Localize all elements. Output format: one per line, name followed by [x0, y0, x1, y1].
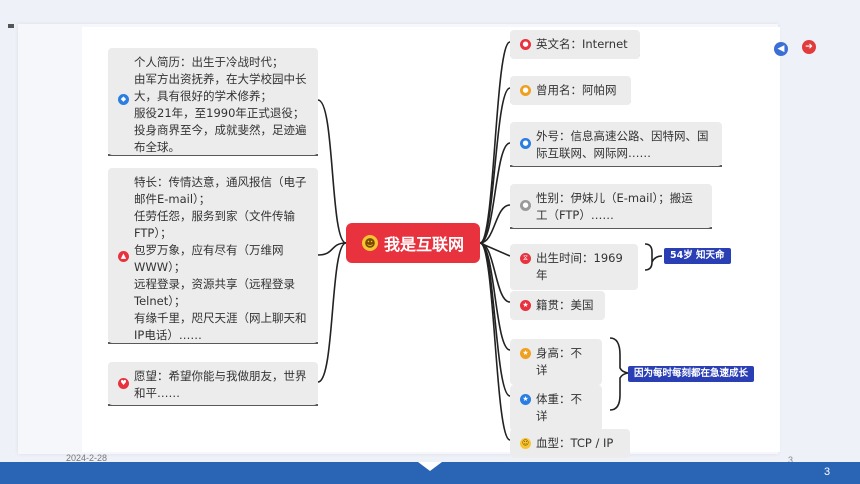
node-birth-time-text: 出生时间：1969年	[536, 251, 623, 282]
person-icon: ●	[520, 85, 531, 96]
central-topic-label: 我是互联网	[383, 235, 464, 254]
node-english-name[interactable]: ● 英文名：Internet	[510, 30, 640, 59]
connector-left-2	[317, 242, 347, 256]
footer-notch	[418, 462, 442, 471]
slide-date: 2024-2-28	[66, 453, 108, 463]
node-wish[interactable]: ♥ 愿望：希望你能与我做朋友，世界和平……	[108, 362, 318, 405]
node-wish-text: 愿望：希望你能与我做朋友，世界和平……	[134, 369, 307, 400]
node-blood-type-text: 血型：TCP / IP	[536, 436, 614, 450]
slide-number-small: 3	[788, 455, 794, 465]
previous-slide-icon[interactable]: ◀	[774, 42, 788, 56]
connector-right-2	[479, 87, 511, 244]
node-resume[interactable]: ◆ 个人简历：出生于冷战时代； 由军方出资抚养，在大学校园中长大，具有很好的学术…	[108, 48, 318, 155]
node-origin-text: 籍贯：美国	[536, 298, 594, 312]
node-blood-type[interactable]: ☺ 血型：TCP / IP	[510, 429, 630, 458]
bracket-growth	[609, 337, 629, 411]
star-icon: ★	[520, 394, 531, 405]
person-icon: ●	[520, 138, 531, 149]
star-icon: ★	[520, 348, 531, 359]
shield-icon: ◆	[118, 94, 129, 105]
grinning-face-icon: ☻	[361, 235, 378, 251]
person-icon: ●	[520, 200, 531, 211]
node-origin[interactable]: ★ 籍贯：美国	[510, 291, 605, 320]
node-height[interactable]: ★ 身高：不详	[510, 339, 602, 385]
node-resume-text: 个人简历：出生于冷战时代； 由军方出资抚养，在大学校园中长大，具有很好的学术修养…	[134, 55, 307, 154]
node-nicknames[interactable]: ● 外号：信息高速公路、因特网、国际互联网、网际网……	[510, 122, 722, 166]
thumbs-up-icon: ▲	[118, 251, 129, 262]
node-english-name-text: 英文名：Internet	[536, 37, 628, 51]
next-slide-icon[interactable]: ➔	[802, 40, 816, 54]
node-height-text: 身高：不详	[536, 346, 582, 377]
connector-right-6	[479, 242, 511, 303]
footer-bar	[0, 462, 860, 484]
connector-right-3	[479, 142, 511, 244]
hourglass-icon: ⧖	[520, 253, 531, 264]
page-number: 3	[824, 466, 831, 478]
node-specialties-text: 特长：传情达意，通风报信（电子邮件E-mail）； 任劳任怨，服务到家（文件传输…	[134, 175, 307, 342]
node-birth-time[interactable]: ⧖ 出生时间：1969年	[510, 244, 638, 290]
connector-right-4	[479, 204, 511, 244]
smile-icon: ☺	[520, 438, 531, 449]
connector-left-3	[317, 242, 347, 383]
growth-tag[interactable]: 因为每时每刻都在急速成长	[628, 366, 755, 382]
connector-right-1	[479, 41, 511, 244]
connector-right-8	[479, 242, 511, 397]
node-nicknames-text: 外号：信息高速公路、因特网、国际互联网、网际网……	[536, 129, 709, 160]
connector-right-9	[479, 242, 511, 441]
bracket-age	[644, 243, 663, 271]
node-former-name-text: 曾用名：阿帕网	[536, 83, 617, 97]
node-gender[interactable]: ● 性别：伊妹儿（E-mail）；搬运工（FTP）……	[510, 184, 712, 228]
node-specialties[interactable]: ▲ 特长：传情达意，通风报信（电子邮件E-mail）； 任劳任怨，服务到家（文件…	[108, 168, 318, 343]
node-former-name[interactable]: ● 曾用名：阿帕网	[510, 76, 631, 105]
node-weight-text: 体重：不详	[536, 392, 582, 423]
node-weight[interactable]: ★ 体重：不详	[510, 385, 602, 431]
central-topic[interactable]: ☻ 我是互联网	[346, 223, 480, 263]
slide-marker	[8, 24, 14, 28]
person-icon: ●	[520, 39, 531, 50]
heart-icon: ♥	[118, 378, 129, 389]
node-gender-text: 性别：伊妹儿（E-mail）；搬运工（FTP）……	[536, 191, 693, 222]
star-icon: ★	[520, 300, 531, 311]
age-tag[interactable]: 54岁 知天命	[664, 248, 731, 264]
connector-left-1	[317, 99, 347, 244]
